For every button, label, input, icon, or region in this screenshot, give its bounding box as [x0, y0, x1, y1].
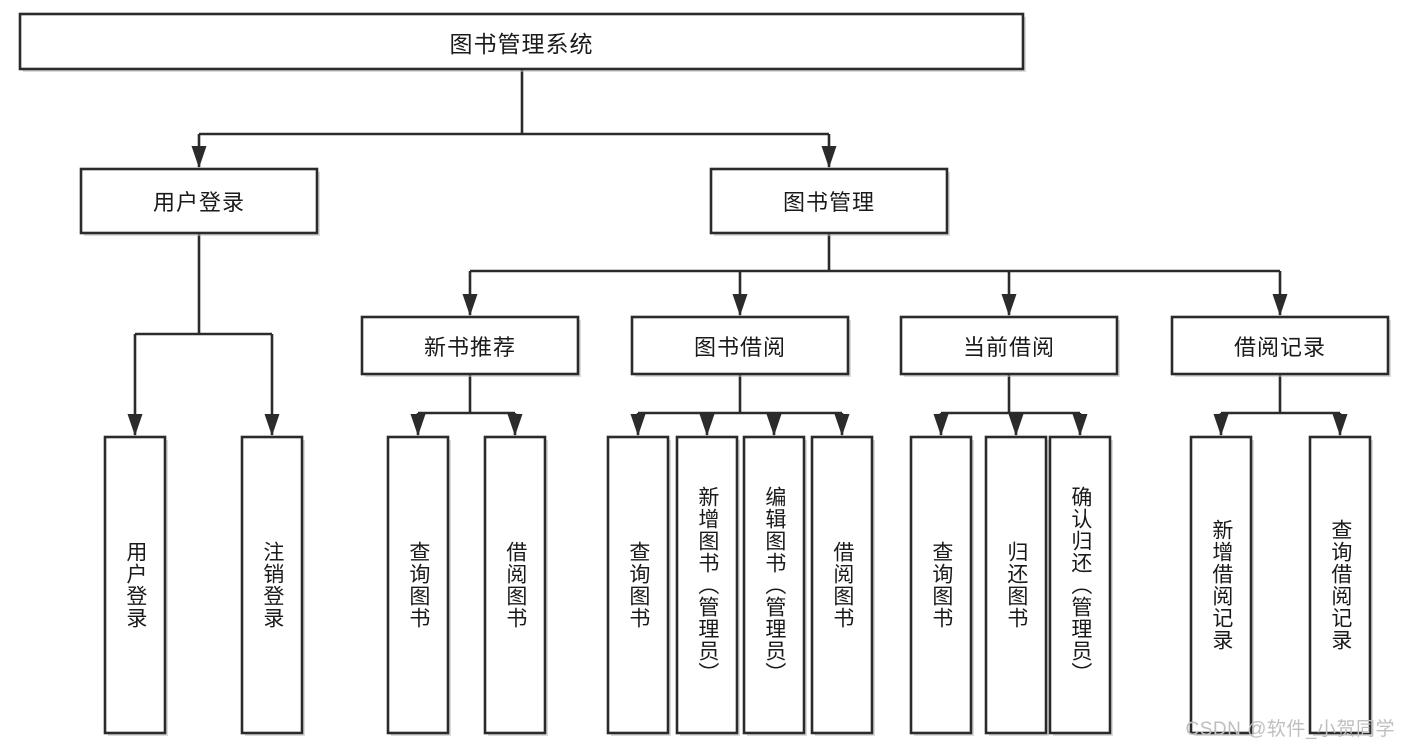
connectors-layer [127, 69, 1348, 436]
watermark-text: CSDN @软件_小贺同学 [1185, 719, 1395, 740]
node-box-leaf-confirm-return[interactable] [1048, 435, 1112, 735]
arrow-head-icon-new-book-recommend [462, 294, 478, 316]
arrow-head-icon-leaf-add-book [699, 414, 715, 436]
node-box-book-manage[interactable] [709, 167, 949, 235]
arrow-head-icon-leaf-borrow-book [834, 414, 850, 436]
arrow-head-icon-leaf-borrow-book-rec [507, 414, 523, 436]
node-box-leaf-query-book-borrow[interactable] [606, 435, 670, 735]
nodes-layer [18, 12, 1391, 736]
node-box-leaf-user-login[interactable] [103, 435, 167, 735]
arrow-head-icon-leaf-confirm-return [1072, 414, 1088, 436]
arrow-head-icon-leaf-add-borrow-record [1213, 414, 1229, 436]
node-box-leaf-edit-book[interactable] [742, 435, 806, 735]
node-box-leaf-query-book-cur[interactable] [909, 435, 973, 735]
node-box-leaf-add-borrow-record[interactable] [1189, 435, 1253, 735]
node-box-new-book-recommend[interactable] [360, 315, 580, 376]
node-box-leaf-query-book-rec[interactable] [386, 435, 450, 735]
arrow-head-icon-leaf-query-book-rec [410, 414, 426, 436]
arrow-head-icon-leaf-query-borrow-record [1332, 414, 1348, 436]
node-box-borrow-record[interactable] [1170, 315, 1390, 376]
arrow-head-icon-book-borrow [732, 294, 748, 316]
arrow-head-icon-book-manage [821, 146, 837, 168]
node-box-leaf-borrow-book-rec[interactable] [483, 435, 547, 735]
node-box-leaf-add-book[interactable] [675, 435, 739, 735]
node-box-leaf-return-book[interactable] [984, 435, 1048, 735]
arrow-head-icon-leaf-user-login [127, 414, 143, 436]
arrow-head-icon-leaf-return-book [1008, 414, 1024, 436]
node-box-root[interactable] [18, 12, 1025, 71]
node-box-book-borrow[interactable] [630, 315, 850, 376]
node-box-leaf-logout[interactable] [240, 435, 304, 735]
node-box-leaf-query-borrow-record[interactable] [1308, 435, 1372, 735]
node-box-user-login[interactable] [79, 167, 319, 235]
arrow-head-icon-user-login [191, 146, 207, 168]
arrow-head-icon-leaf-query-book-borrow [630, 414, 646, 436]
arrow-head-icon-leaf-logout [264, 414, 280, 436]
node-box-leaf-borrow-book[interactable] [810, 435, 874, 735]
arrow-head-icon-leaf-edit-book [766, 414, 782, 436]
arrow-head-icon-leaf-query-book-cur [933, 414, 949, 436]
node-box-current-borrow[interactable] [899, 315, 1119, 376]
arrow-head-icon-current-borrow [1001, 294, 1017, 316]
arrow-head-icon-borrow-record [1272, 294, 1288, 316]
